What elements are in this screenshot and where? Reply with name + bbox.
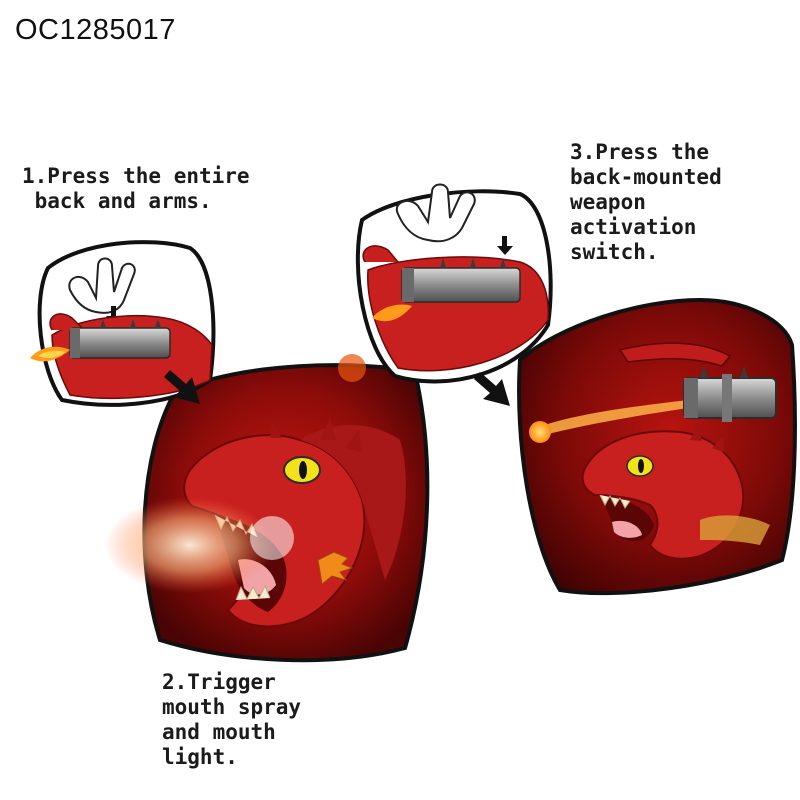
step-3-line-2: back-mounted	[570, 165, 722, 189]
mouth-spray-panel	[105, 354, 430, 663]
weapon-fire-panel	[517, 297, 797, 596]
mist-spray-illustration	[105, 497, 275, 593]
step-2-line-1: 2.Trigger	[162, 670, 276, 694]
arrow-diagonal-icon	[164, 370, 200, 404]
step-3-line-1: 3.Press the	[570, 140, 710, 164]
step-2-line-4: light.	[162, 745, 238, 769]
cannon-illustration	[683, 366, 777, 422]
arrow-diagonal-icon-2	[474, 372, 510, 406]
step-2-line-2: mouth spray	[162, 695, 302, 719]
step-1-line-1: 1.Press the entire	[22, 164, 250, 188]
hand-icon-2	[395, 183, 476, 243]
step-1-line-2: back and arms.	[22, 189, 212, 213]
dragon-head-small-illustration	[581, 424, 770, 560]
arrow-down-icon-2	[497, 236, 513, 255]
step-3-line-4: activation	[570, 215, 697, 239]
press-back-panel	[30, 240, 216, 407]
fireball-illustration	[529, 400, 688, 443]
step-3-instruction: 3.Press the back-mounted weapon activati…	[570, 140, 722, 265]
step-3-line-3: weapon	[570, 190, 646, 214]
step-2-instruction: 2.Trigger mouth spray and mouth light.	[162, 670, 301, 770]
hand-icon	[68, 257, 136, 314]
step-3-line-5: switch.	[570, 240, 659, 264]
step-1-instruction: 1.Press the entire back and arms.	[22, 164, 250, 214]
product-code: OC1285017	[15, 14, 176, 46]
step-2-line-3: and mouth	[162, 720, 276, 744]
press-switch-panel	[355, 183, 553, 384]
